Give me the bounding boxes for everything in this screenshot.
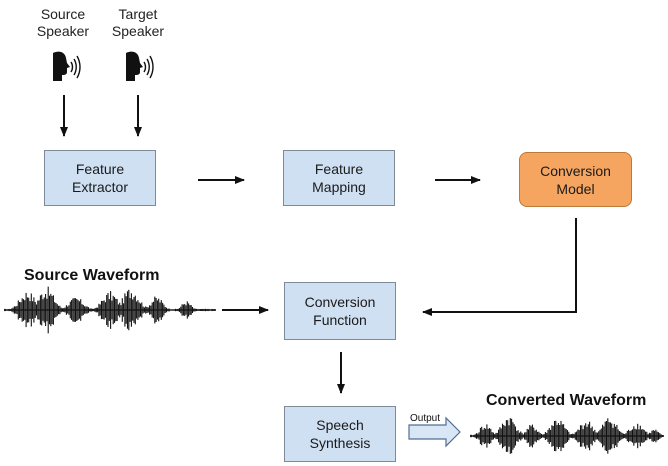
speaking-head-icon [126, 51, 154, 81]
arrow-model-to-function [422, 218, 577, 316]
speech-synthesis-box: Speech Synthesis [284, 406, 396, 462]
feature-extractor-box: Feature Extractor [44, 150, 156, 206]
speaking-head-icon [53, 51, 81, 81]
feature-mapping-box: Feature Mapping [283, 150, 395, 206]
source-speaker-label: Source Speaker [36, 6, 90, 39]
conversion-function-box: Conversion Function [284, 282, 396, 340]
output-arrow-icon [408, 416, 461, 448]
converted-waveform-title: Converted Waveform [486, 392, 647, 409]
waveform-icon [4, 286, 216, 334]
source-waveform-title: Source Waveform [24, 267, 160, 284]
output-label: Output [410, 413, 441, 424]
conversion-model-box: Conversion Model [519, 152, 632, 207]
waveform-icon [470, 418, 664, 454]
target-speaker-label: Target Speaker [111, 6, 165, 39]
